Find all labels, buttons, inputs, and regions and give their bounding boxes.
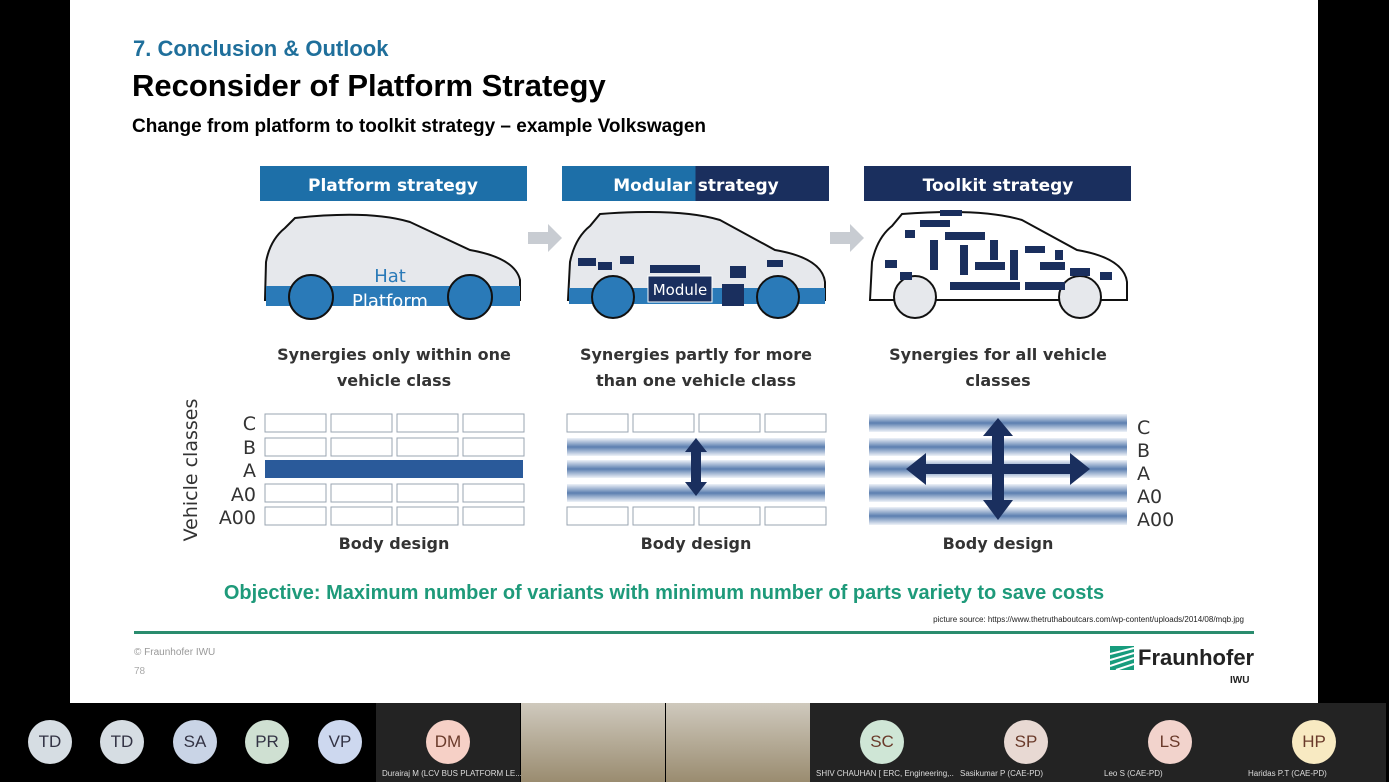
class-row-boxes xyxy=(330,506,393,526)
fraunhofer-logo-icon xyxy=(1110,646,1134,670)
arrow-right-icon xyxy=(528,224,562,252)
participant-tile[interactable]: DM Durairaj M (LCV BUS PLATFORM LE... xyxy=(376,703,522,782)
logo-subtitle: IWU xyxy=(1230,675,1250,686)
participant-name: Leo S (CAE-PD) xyxy=(1104,769,1163,778)
axis-label-vehicle-classes: Vehicle classes xyxy=(180,399,202,542)
svg-text:A: A xyxy=(243,460,256,482)
class-row-boxes xyxy=(566,506,629,526)
class-row-boxes xyxy=(396,437,459,457)
participant-video[interactable] xyxy=(666,703,810,782)
page-number: 78 xyxy=(134,666,146,677)
panel-header-toolkit: Toolkit strategy xyxy=(864,166,1131,201)
participant-name: SHIV CHAUHAN [ ERC, Engineering,... xyxy=(816,769,957,778)
strategy-diagram: Platform strategy Modular strategy Toolk… xyxy=(180,166,1174,553)
class-row-boxes xyxy=(396,413,459,433)
svg-text:classes: classes xyxy=(965,371,1030,390)
svg-text:A0: A0 xyxy=(231,484,256,506)
participant-avatar: HP xyxy=(1292,720,1336,764)
participant-strip: TD TD SA PR VP DM Durairaj M (LCV BUS PLATFORM… xyxy=(0,703,1389,782)
participant-name: Haridas P.T (CAE-PD) xyxy=(1248,769,1327,778)
participant-avatar[interactable]: VP xyxy=(318,720,362,764)
participant-avatar[interactable]: TD xyxy=(100,720,144,764)
body-design-label: Body design xyxy=(339,534,450,553)
svg-text:Modular strategy: Modular strategy xyxy=(613,176,778,196)
svg-text:B: B xyxy=(243,437,256,459)
svg-text:Module: Module xyxy=(653,281,708,299)
body-design-label: Body design xyxy=(943,534,1054,553)
synergy-text: Synergies partly for more xyxy=(580,345,812,364)
participant-avatar: LS xyxy=(1148,720,1192,764)
svg-text:B: B xyxy=(1137,440,1150,462)
class-row-boxes xyxy=(462,437,525,457)
svg-text:A00: A00 xyxy=(1137,509,1174,531)
class-row-boxes xyxy=(264,437,327,457)
footer-divider xyxy=(134,631,1254,634)
panel-header-modular: Modular strategy xyxy=(562,166,829,201)
participant-name: Sasikumar P (CAE-PD) xyxy=(960,769,1043,778)
participant-tile[interactable]: HP Haridas P.T (CAE-PD) xyxy=(1242,703,1386,782)
body-design-label: Body design xyxy=(641,534,752,553)
class-row-boxes xyxy=(632,413,695,433)
class-row-boxes xyxy=(264,413,327,433)
car-toolkit xyxy=(868,210,1128,319)
participant-tile[interactable]: SC SHIV CHAUHAN [ ERC, Engineering,... xyxy=(810,703,957,782)
svg-text:Toolkit strategy: Toolkit strategy xyxy=(923,176,1074,196)
class-row-boxes xyxy=(632,506,695,526)
participant-tile[interactable]: SP Sasikumar P (CAE-PD) xyxy=(954,703,1098,782)
participant-avatar: SC xyxy=(860,720,904,764)
participant-tile[interactable]: LS Leo S (CAE-PD) xyxy=(1098,703,1242,782)
svg-text:A0: A0 xyxy=(1137,486,1162,508)
svg-text:Platform: Platform xyxy=(352,291,428,312)
participant-avatar: SP xyxy=(1004,720,1048,764)
copyright: © Fraunhofer IWU xyxy=(134,647,216,658)
svg-text:Hat: Hat xyxy=(374,266,406,287)
panel-header-platform: Platform strategy xyxy=(260,166,527,201)
class-row-boxes xyxy=(764,506,827,526)
class-row-boxes xyxy=(330,483,393,503)
svg-text:Platform strategy: Platform strategy xyxy=(308,176,478,196)
participant-avatar: DM xyxy=(426,720,470,764)
class-row-boxes xyxy=(462,483,525,503)
class-row-boxes xyxy=(330,413,393,433)
objective-text: Objective: Maximum number of variants wi… xyxy=(223,582,1105,604)
svg-text:A: A xyxy=(1137,463,1150,485)
class-row-boxes xyxy=(396,483,459,503)
class-row-boxes xyxy=(698,506,761,526)
participant-avatar[interactable]: SA xyxy=(173,720,217,764)
synergy-text: Synergies for all vehicle xyxy=(889,345,1107,364)
participant-video[interactable] xyxy=(521,703,665,782)
participant-avatar[interactable]: PR xyxy=(245,720,289,764)
class-row-filled xyxy=(265,460,523,478)
svg-text:than one vehicle class: than one vehicle class xyxy=(596,371,796,390)
vertical-arrow-icon xyxy=(685,438,707,496)
class-row-boxes xyxy=(566,413,629,433)
class-row-boxes xyxy=(264,506,327,526)
class-row-boxes xyxy=(462,506,525,526)
class-row-boxes xyxy=(396,506,459,526)
car-modular: Module xyxy=(566,211,826,319)
svg-text:C: C xyxy=(243,413,256,435)
class-row-boxes xyxy=(462,413,525,433)
svg-text:A00: A00 xyxy=(219,507,256,529)
class-row-boxes xyxy=(330,437,393,457)
presentation-slide: 7. Conclusion & Outlook Reconsider of Pl… xyxy=(70,0,1318,703)
fraunhofer-logo: Fraunhofer xyxy=(1110,645,1254,671)
slide-subtitle: Change from platform to toolkit strategy… xyxy=(132,116,706,137)
arrow-right-icon xyxy=(830,224,864,252)
class-row-boxes xyxy=(264,483,327,503)
participant-name: Durairaj M (LCV BUS PLATFORM LE... xyxy=(382,769,522,778)
cross-arrows-icon xyxy=(906,418,1090,520)
svg-text:C: C xyxy=(1137,417,1150,439)
synergy-text: Synergies only within one xyxy=(277,345,511,364)
svg-text:vehicle class: vehicle class xyxy=(337,371,451,390)
slide-title: Reconsider of Platform Strategy xyxy=(132,68,606,103)
class-row-boxes xyxy=(764,413,827,433)
section-heading: 7. Conclusion & Outlook xyxy=(133,36,389,61)
car-platform: Hat Platform xyxy=(263,213,521,320)
picture-source: picture source: https://www.thetruthabou… xyxy=(933,615,1244,624)
class-row-boxes xyxy=(698,413,761,433)
participant-avatar[interactable]: TD xyxy=(28,720,72,764)
